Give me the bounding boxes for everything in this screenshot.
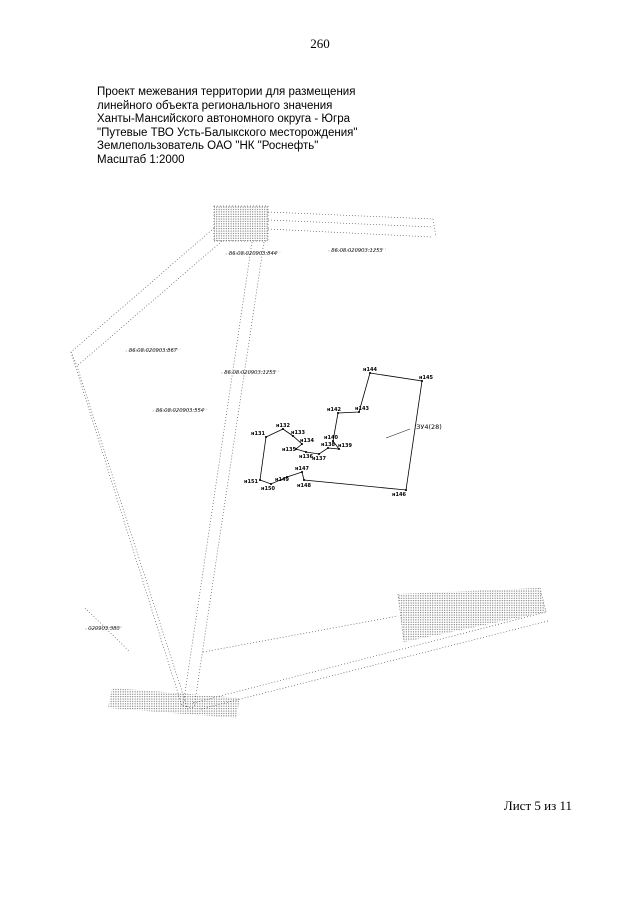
title-line: Ханты-Мансийского автономного округа - Ю… [97,113,350,126]
map-hatch-area [108,688,240,718]
parcel-boundary [259,372,423,491]
survey-point-marker [369,372,371,374]
survey-point-label: н144 [363,367,377,373]
map-hatch-area [214,206,268,241]
cadastral-leader-line [225,251,281,255]
survey-point-label: н143 [355,406,369,412]
map-dotted-line [267,211,434,220]
title-line: Проект межевания территории для размещен… [97,86,356,98]
survey-point-marker [301,443,303,445]
map-dotted-line [539,587,547,613]
map-dotted-line [70,351,78,367]
survey-point-label: н146 [392,492,406,498]
cadastral-number-label: 86:08:020903:844 [229,251,277,257]
survey-point-marker [282,428,284,430]
cadastral-number-label: 86:08:020903:554 [156,408,204,414]
map-dotted-line [200,620,549,710]
survey-point-label: н142 [327,407,341,413]
map-dotted-line [202,615,399,653]
survey-point-label: н133 [291,430,305,436]
survey-point-label: н139 [338,443,352,449]
survey-point-label: н138 [321,442,335,448]
survey-point-marker [327,447,329,449]
map-dotted-line [182,241,253,707]
survey-point-marker [303,479,305,481]
map-dotted-line [192,611,547,704]
map-hatch-area [398,588,546,642]
survey-point-label: н131 [251,431,265,437]
map-dotted-line [76,365,189,711]
title-line: Землепользователь ОАО "НК "Роснефть" [97,140,319,153]
survey-point-marker [332,440,334,442]
map-dotted-line [193,241,265,709]
cadastral-leader-line [152,408,208,412]
map-dotted-line [432,218,437,238]
survey-point-label: н136 [299,454,313,460]
survey-point-marker [270,483,272,485]
map-dotted-line [70,227,215,353]
survey-point-label: н140 [324,435,338,441]
map-dotted-line [267,219,434,228]
survey-point-label: н151 [244,479,258,485]
survey-point-label: н147 [295,466,309,472]
survey-point-marker [301,471,303,473]
cadastral-number-label: 86:08:020903:867 [129,348,178,354]
survey-point-label: н132 [276,423,290,429]
survey-point-marker [292,435,294,437]
scale-line: Масштаб 1:2000 [97,153,185,166]
survey-point-marker [421,380,423,382]
survey-point-marker [338,448,340,450]
map-dotted-line [70,351,183,707]
survey-point-marker [286,476,288,478]
survey-point-label: н145 [419,375,433,381]
map-dotted-line [182,705,195,709]
survey-point-label: н137 [312,456,326,462]
cadastral-leader-line [85,626,123,630]
title-line: "Путевые ТВО Усть-Балыкского месторожден… [97,126,358,139]
survey-point-label: н148 [297,483,311,489]
survey-point-label: н150 [261,486,275,492]
survey-point-marker [259,479,261,481]
survey-point-label: н134 [300,438,314,444]
survey-point-marker [305,451,307,453]
survey-point-label: н149 [275,477,289,483]
survey-point-marker [295,448,297,450]
survey-point-marker [265,436,267,438]
map-dotted-line [76,240,223,367]
parcel-label-leader [385,428,411,439]
cadastral-number-label: 86:08:020903:1253 [224,370,275,376]
cadastral-number-label: 020903:380 [88,626,120,632]
sheet-number: Лист 5 из 11 [503,798,572,813]
page-number: 260 [310,36,330,51]
title-block: Проект межевания территории для размещен… [97,86,357,168]
parcel-label: :ЗУ4(28) [414,423,442,431]
survey-point-label: н135 [282,447,296,453]
survey-point-marker [358,411,360,413]
cadastral-number-label: 86:08:020903:1253 [331,248,382,254]
title-line: линейного объекта регионального значения [97,99,333,112]
map-dotted-line [267,228,432,238]
map-dotted-line [397,593,405,643]
cadastral-leader-line [125,348,181,352]
survey-point-marker [318,453,320,455]
survey-point-marker [337,412,339,414]
survey-point-marker [405,489,407,491]
